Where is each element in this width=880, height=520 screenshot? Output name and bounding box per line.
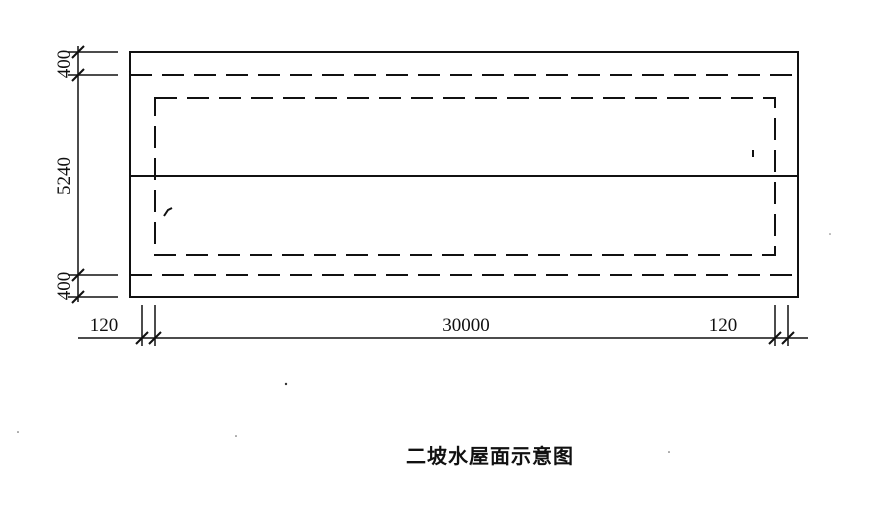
speck xyxy=(17,431,19,433)
speck xyxy=(284,382,288,386)
small-mark-left xyxy=(163,207,173,217)
bottom-tick-2 xyxy=(148,331,162,345)
dim-middle-5240: 5240 xyxy=(54,157,75,195)
left-tick-3 xyxy=(71,268,85,282)
roof-outline xyxy=(129,51,799,298)
dim-right-120: 120 xyxy=(709,315,738,336)
speck xyxy=(235,435,237,437)
left-tick-2 xyxy=(71,68,85,82)
wall-dashed-outline xyxy=(154,97,776,256)
diagram-caption: 二坡水屋面示意图 xyxy=(406,444,574,468)
speck xyxy=(829,233,831,235)
left-tick-4 xyxy=(71,290,85,304)
dim-span-30000: 30000 xyxy=(442,315,490,336)
dim-top-400: 400 xyxy=(54,50,75,79)
dim-bottom-400: 400 xyxy=(54,272,75,301)
left-tick-1 xyxy=(71,45,85,59)
bottom-tick-3 xyxy=(768,331,782,345)
dim-left-120: 120 xyxy=(90,315,119,336)
bottom-tick-4 xyxy=(781,331,795,345)
speck xyxy=(668,451,670,453)
bottom-tick-1 xyxy=(135,331,149,345)
